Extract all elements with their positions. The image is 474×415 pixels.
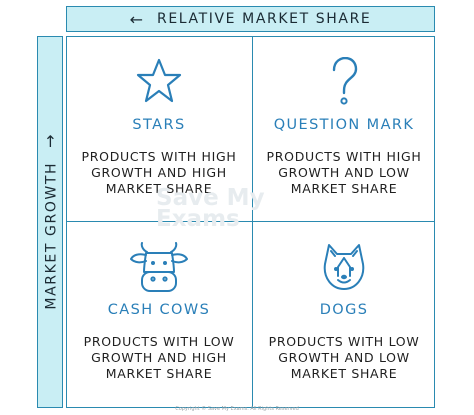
- bcg-matrix: STARS PRODUCTS WITH HIGH GROWTH AND HIGH…: [66, 36, 435, 408]
- cash-cows-title: CASH COWS: [107, 302, 211, 318]
- quadrant-question-mark: QUESTION MARK PRODUCTS WITH HIGH GROWTH …: [252, 37, 436, 221]
- cow-icon: [130, 242, 188, 292]
- dog-icon: [323, 244, 365, 290]
- quadrant-cash-cows: CASH COWS PRODUCTS WITH LOW GROWTH AND H…: [67, 222, 251, 406]
- question-mark-icon: [332, 57, 358, 105]
- relative-market-share-axis: ← RELATIVE MARKET SHARE: [66, 6, 435, 32]
- watermark: Save My Exams: [156, 185, 265, 232]
- copyright-notice: Copyright © Save My Exams. All Rights Re…: [175, 406, 299, 412]
- quadrant-stars: STARS PRODUCTS WITH HIGH GROWTH AND HIGH…: [67, 37, 251, 221]
- market-growth-axis-text: MARKET GROWTH →: [41, 134, 60, 309]
- question-mark-description: PRODUCTS WITH HIGH GROWTH AND LOW MARKET…: [266, 149, 422, 196]
- stars-title: STARS: [132, 117, 186, 133]
- arrow-left-icon: ←: [129, 9, 144, 29]
- watermark-line-2: Exams: [156, 206, 240, 232]
- cash-cows-description: PRODUCTS WITH LOW GROWTH AND HIGH MARKET…: [83, 334, 235, 381]
- question-mark-title: QUESTION MARK: [273, 117, 415, 133]
- relative-market-share-label: RELATIVE MARKET SHARE: [157, 11, 372, 27]
- star-icon: [136, 58, 182, 103]
- market-growth-axis: MARKET GROWTH →: [37, 36, 63, 408]
- arrow-up-icon: →: [40, 134, 60, 148]
- quadrant-dogs: DOGS PRODUCTS WITH LOW GROWTH AND LOW MA…: [252, 222, 436, 406]
- dogs-title: DOGS: [319, 302, 369, 318]
- horizontal-divider: [67, 221, 434, 222]
- vertical-divider: [252, 37, 253, 407]
- stars-description: PRODUCTS WITH HIGH GROWTH AND HIGH MARKE…: [81, 149, 237, 196]
- watermark-line-1: Save My: [156, 185, 265, 211]
- market-growth-label: MARKET GROWTH: [43, 161, 60, 310]
- dogs-description: PRODUCTS WITH LOW GROWTH AND LOW MARKET …: [268, 334, 420, 381]
